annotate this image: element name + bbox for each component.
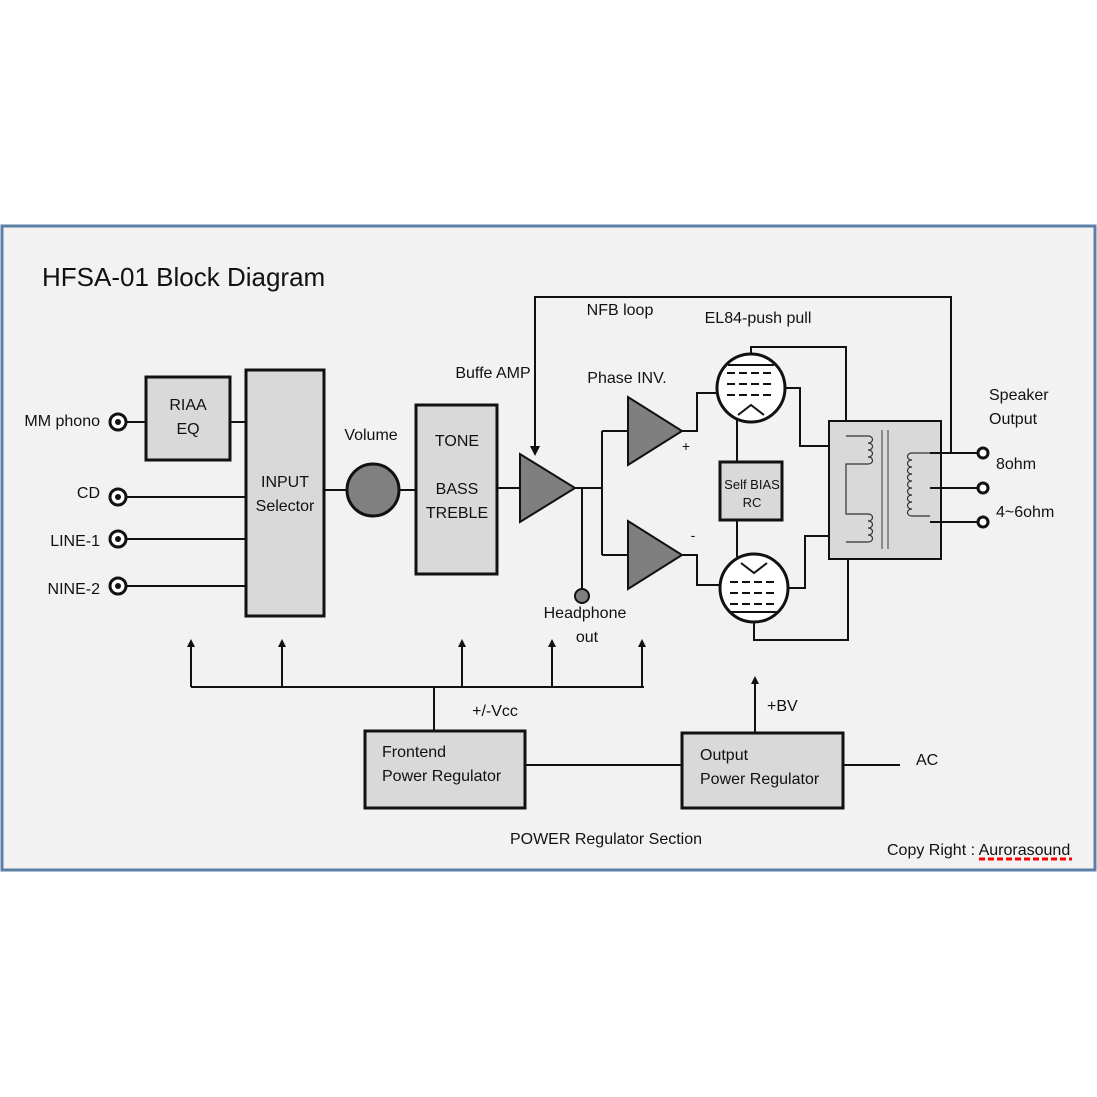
volume-knob: [345, 462, 401, 518]
selector-label-2: Selector: [256, 498, 315, 515]
minus-label: -: [691, 527, 696, 543]
copyright-prefix: Copy Right :: [887, 842, 979, 859]
phase-inv-upper-triangle: [627, 395, 684, 467]
nfb-loop-label: NFB loop: [587, 302, 654, 319]
power-section-label: POWER Regulator Section: [510, 831, 702, 848]
bass-label: BASS: [436, 481, 479, 498]
input-label-cd: CD: [77, 485, 100, 502]
output-reg-label-1: Output: [700, 747, 749, 764]
input-label-nine-2: NINE-2: [48, 581, 101, 598]
phase-inv-label: Phase INV.: [587, 370, 666, 387]
nfb-loop-line: [534, 296, 952, 453]
el84-label: EL84-push pull: [705, 310, 812, 327]
ohm46-label: 4~6ohm: [996, 504, 1054, 521]
speaker-output-label-2: Output: [989, 411, 1038, 428]
input-label-line-1: LINE-1: [50, 533, 100, 550]
ohm8-label: 8ohm: [996, 456, 1036, 473]
el84-lower-tube: [718, 552, 790, 624]
input-jack-mm-phono: [108, 412, 128, 432]
copyright-name: Aurorasound: [979, 842, 1071, 859]
riaa-label: RIAA: [169, 397, 207, 414]
copyright-label: Copy Right : Aurorasound: [887, 842, 1070, 859]
eq-label: EQ: [176, 421, 199, 438]
headphone-label-2: out: [576, 629, 599, 646]
tone-label: TONE: [435, 433, 479, 450]
bv-label: +BV: [767, 698, 798, 715]
input-label-mm-phono: MM phono: [24, 413, 100, 430]
treble-label: TREBLE: [426, 505, 488, 522]
volume-label: Volume: [344, 427, 397, 444]
speaker-terminal-4-6ohm: [976, 515, 990, 529]
frontend-label-1: Frontend: [382, 744, 446, 761]
self-bias-label-1: Self BIAS: [724, 477, 780, 492]
buffer-amp-label: Buffe AMP: [455, 365, 530, 382]
frontend-label-2: Power Regulator: [382, 768, 502, 785]
output-reg-label-2: Power Regulator: [700, 771, 820, 788]
input-jack-cd: [108, 487, 128, 507]
diagram-title: HFSA-01 Block Diagram: [42, 262, 325, 292]
selector-label-1: INPUT: [261, 474, 309, 491]
ac-label: AC: [916, 752, 938, 769]
buffer-amp-triangle: [519, 452, 577, 524]
headphone-label-1: Headphone: [544, 605, 627, 622]
output-regulator-block: [680, 731, 845, 810]
tone-block: [414, 403, 499, 576]
vcc-label: +/-Vcc: [472, 703, 518, 720]
speaker-terminal-8ohm: [976, 446, 990, 460]
speaker-terminal-common: [976, 481, 990, 495]
self-bias-block: [718, 460, 784, 522]
el84-upper-tube: [715, 352, 787, 424]
self-bias-label-2: RC: [743, 495, 762, 510]
headphone-jack: [574, 588, 590, 604]
output-transformer: [828, 420, 942, 560]
input-jack-line-1: [108, 529, 128, 549]
riaa-eq-block: [144, 375, 232, 462]
frontend-regulator-block: [363, 729, 527, 810]
phase-inv-lower-triangle: [627, 519, 684, 591]
input-jack-nine-2: [108, 576, 128, 596]
plus-label: +: [682, 438, 690, 454]
input-selector-block: [244, 368, 326, 618]
vcc-arrows: [187, 639, 646, 687]
speaker-output-label-1: Speaker: [989, 387, 1049, 404]
